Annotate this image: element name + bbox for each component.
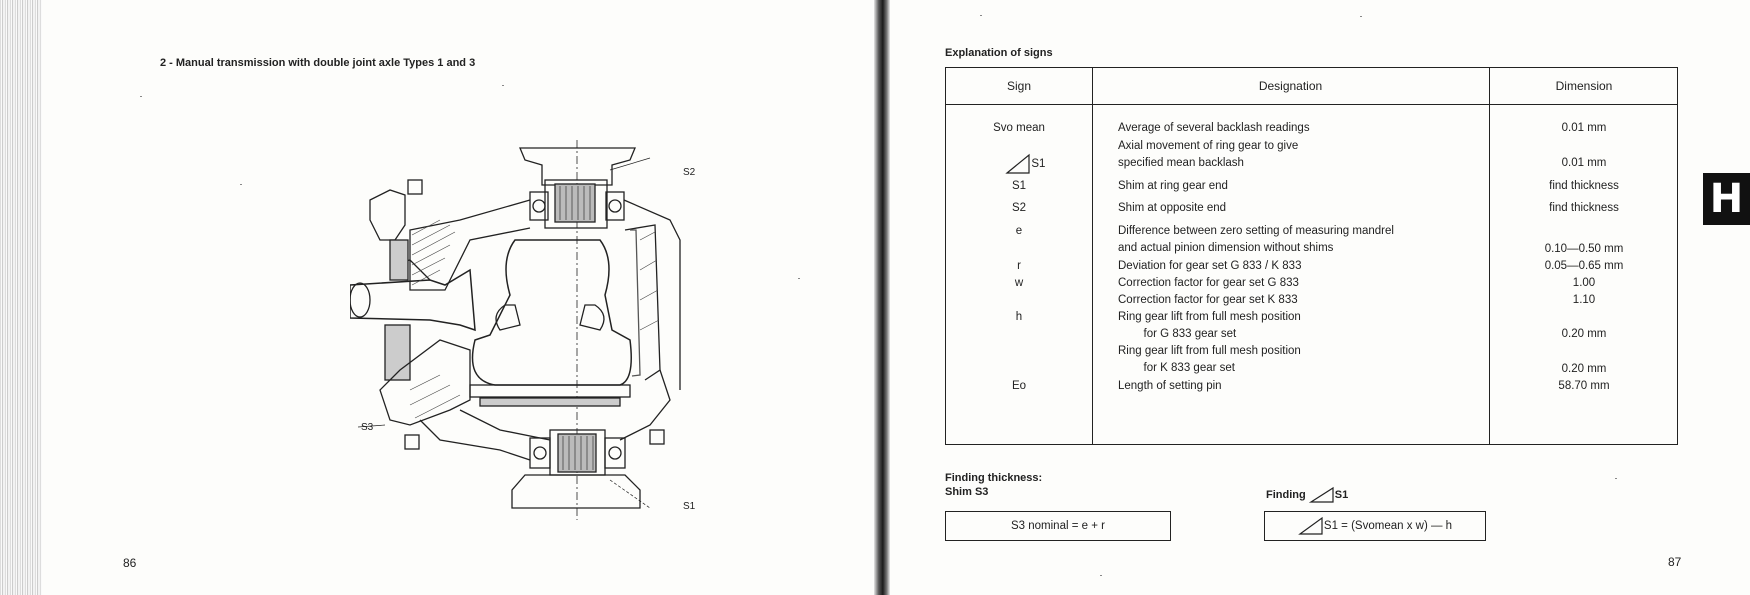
finding-title: Finding thickness: — [945, 472, 1043, 484]
scan-speck — [1100, 575, 1102, 576]
sign-cell: S1 — [1011, 180, 1027, 192]
dimension-cell: 0.20 mm — [1561, 363, 1607, 375]
sign-symbol: S1 — [1031, 158, 1046, 171]
column-divider — [1092, 68, 1093, 444]
designation-cell: Axial movement of ring gear to give spec… — [1118, 140, 1299, 169]
designation-cell: Shim at ring gear end — [1118, 180, 1228, 192]
sign-cell: S2 — [1011, 202, 1027, 214]
designation-cell: Ring gear lift from full mesh position f… — [1118, 345, 1301, 374]
label-s2: S2 — [683, 167, 696, 178]
dimension-cell: 1.10 — [1572, 294, 1596, 306]
header-divider — [946, 104, 1677, 105]
scan-speck — [140, 96, 142, 97]
scan-speck — [980, 15, 982, 16]
scan-speck — [798, 278, 800, 279]
finding-symbol: S1 — [1334, 488, 1349, 501]
transmission-cross-section-diagram — [350, 140, 681, 520]
finding-text: Finding — [1266, 488, 1306, 501]
formula-s1-box: S1 = (Svomean x w) — h — [1264, 511, 1486, 541]
dimension-cell: 58.70 mm — [1558, 380, 1610, 392]
designation-cell: Deviation for gear set G 833 / K 833 — [1118, 260, 1302, 272]
designation-cell: Difference between zero setting of measu… — [1118, 225, 1394, 254]
dimension-cell: find thickness — [1549, 180, 1619, 192]
column-divider — [1489, 68, 1490, 444]
left-page: 2 - Manual transmission with double join… — [0, 0, 696, 595]
signs-table: Sign Designation Dimension Svo mean Aver… — [945, 67, 1678, 445]
page-title: 2 - Manual transmission with double join… — [160, 57, 476, 69]
scan-speck — [1360, 16, 1362, 17]
designation-cell: Correction factor for gear set K 833 — [1118, 294, 1298, 306]
dimension-cell: 0.20 mm — [1561, 328, 1607, 340]
dimension-cell: 1.00 — [1572, 277, 1596, 289]
formula-s1-text: S1 = (Svomean x w) — h — [1323, 520, 1453, 532]
sign-cell: h — [1015, 311, 1023, 323]
label-s3: S3 — [361, 422, 374, 433]
dimension-cell: 0.10—0.50 mm — [1544, 243, 1624, 255]
sign-cell: r — [1017, 260, 1021, 272]
designation-cell: Correction factor for gear set G 833 — [1118, 277, 1299, 289]
dimension-cell: find thickness — [1549, 202, 1619, 214]
page-number-right: 87 — [1668, 555, 1682, 569]
delta-triangle-icon — [1308, 486, 1334, 503]
designation-cell: Shim at opposite end — [1118, 202, 1227, 214]
page-edge-scan — [0, 0, 42, 595]
scan-speck — [240, 184, 242, 185]
dimension-cell: 0.01 mm — [1561, 157, 1607, 169]
page-number-left: 86 — [123, 556, 137, 570]
right-page — [880, 0, 1750, 595]
sign-cell: S1 — [946, 136, 1092, 192]
formula-s3-box: S3 nominal = e + r — [945, 511, 1171, 541]
column-header-sign: Sign — [1006, 79, 1032, 93]
sign-cell: Svo mean — [993, 122, 1045, 134]
finding-label: Finding S1 — [1266, 486, 1348, 504]
column-header-designation: Designation — [1258, 79, 1323, 93]
section-title: Explanation of signs — [945, 47, 1053, 59]
scan-speck — [1615, 478, 1617, 479]
section-tab-h: H — [1703, 173, 1750, 225]
column-header-dimension: Dimension — [1555, 79, 1613, 93]
delta-triangle-icon — [1005, 153, 1030, 174]
sign-cell: e — [1015, 225, 1023, 237]
designation-cell: Ring gear lift from full mesh position f… — [1118, 311, 1301, 340]
sign-cell: Eo — [1011, 380, 1027, 392]
designation-cell: Average of several backlash readings — [1118, 122, 1310, 134]
dimension-cell: 0.01 mm — [1561, 122, 1607, 134]
delta-triangle-icon — [1298, 516, 1323, 535]
label-s1: S1 — [683, 501, 696, 512]
book-gutter — [874, 0, 890, 595]
dimension-cell: 0.05—0.65 mm — [1544, 260, 1624, 272]
sign-cell: w — [1014, 277, 1024, 289]
designation-cell: Length of setting pin — [1118, 380, 1222, 392]
shim-s3-label: Shim S3 — [945, 486, 989, 498]
scan-speck — [502, 85, 504, 86]
